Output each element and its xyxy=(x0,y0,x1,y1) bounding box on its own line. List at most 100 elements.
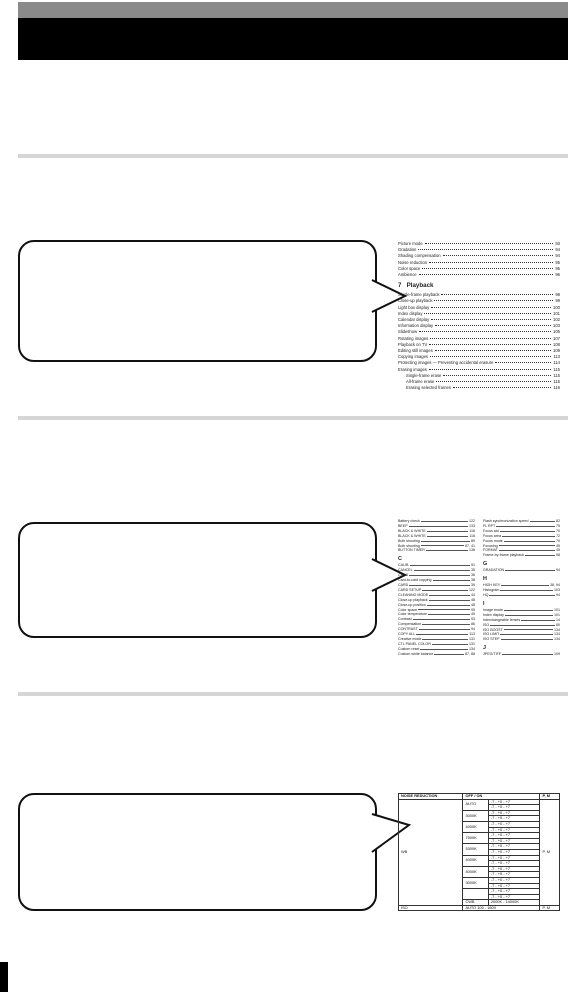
index-entry-label: Frame-by-frame playback xyxy=(483,553,524,558)
toc-leader xyxy=(422,267,554,269)
index-leader xyxy=(413,568,470,572)
index-entry-label: Index display xyxy=(483,612,504,617)
index-entry-label: Bulb shooting xyxy=(398,538,420,543)
index-leader xyxy=(418,627,470,631)
index-entry-label: Color space xyxy=(398,607,418,612)
index-entry-page: 89 xyxy=(471,538,475,543)
index-leader xyxy=(503,608,553,611)
index-entry-label: Bulb shooting xyxy=(398,543,420,548)
toc-entry: Single-frame erase 115 xyxy=(398,373,560,379)
callout-pointer-2 xyxy=(371,558,408,592)
index-entry-page: 45 xyxy=(556,548,560,553)
index-leader xyxy=(500,588,553,591)
index-entry-page: 94 xyxy=(556,592,560,597)
toc-entry-page: 99 xyxy=(555,298,560,304)
toc-entry-label: Single-frame erase xyxy=(406,372,442,378)
toc-entry-page: 109 xyxy=(553,348,560,354)
index-entry-page: 38 xyxy=(471,578,475,583)
toc-entry-label: Protecting images — Preventing accidenta… xyxy=(398,360,494,366)
index-entry-label: Custom white balance xyxy=(398,651,434,656)
wb-option-cell: 3000K xyxy=(462,876,489,890)
toc-entry-page: 96 xyxy=(555,272,560,278)
index-entry-page: 72 xyxy=(556,533,560,538)
index-leader xyxy=(498,544,555,547)
index-leader xyxy=(496,524,555,527)
chapter-title: Playback xyxy=(406,282,434,290)
index-entry-page: 44 xyxy=(471,592,475,597)
iso-label-cell: ISO xyxy=(397,904,464,912)
wb-option-cell: AUTO xyxy=(462,798,489,811)
index-leader xyxy=(416,632,469,635)
toc-leader xyxy=(434,350,551,352)
toc-entry-label: Rotating images xyxy=(398,335,429,341)
toc-leader xyxy=(441,294,554,296)
index-entry-page: 48 xyxy=(471,602,475,607)
toc-leader xyxy=(442,255,554,257)
toc-entry-page: 115 xyxy=(553,372,560,378)
index-entry-label: Focus area xyxy=(483,533,501,538)
toc-entry-label: Close-up playback xyxy=(398,298,433,304)
iso-value-cell: AUTO 100 - 1600 xyxy=(462,904,541,912)
index-entry-page: 122 xyxy=(469,519,475,523)
index-leader xyxy=(498,548,555,552)
index-leader xyxy=(503,539,555,542)
index-entry-page: 14 xyxy=(556,617,560,622)
toc-leader xyxy=(435,325,551,327)
index-entry-label: CARD SETUP xyxy=(398,587,422,592)
toc-entry-page: 107 xyxy=(553,335,560,341)
index-entry: BLACK & WHITE 116 xyxy=(398,529,475,534)
index-entry-label: BLACK & WHITE xyxy=(398,528,426,533)
index-entry-label: CANCEL xyxy=(398,568,413,573)
index-leader xyxy=(431,642,468,645)
index-leader xyxy=(410,563,470,567)
index-entry-label: BUTTON TIMER xyxy=(398,548,425,553)
toc-entry-label: Erasing images xyxy=(398,366,427,372)
index-entry-label: CONTRAST xyxy=(398,627,418,632)
index-entry-label: Contrast xyxy=(398,617,412,622)
index-entry-page: 133 xyxy=(469,523,475,528)
toc-entry-label: Single-frame playback xyxy=(398,292,440,298)
index-leader xyxy=(412,617,470,621)
index-leader xyxy=(422,588,468,591)
index-entry-page: 131 xyxy=(469,636,475,641)
index-entry-label: CF/xD xyxy=(398,573,409,578)
index-entry-page: 116 xyxy=(469,528,475,533)
index-leader xyxy=(434,652,464,655)
index-entry-label: Card-to-card copying xyxy=(398,578,432,583)
toc-entry-label: Calendar display xyxy=(398,317,430,323)
index-entry-label: CTL PANEL COLOR xyxy=(398,641,431,646)
toc-entry-page: 95 xyxy=(555,259,560,265)
toc-leader xyxy=(434,300,554,302)
toc-leader xyxy=(436,381,552,383)
toc-leader xyxy=(418,249,554,251)
index-entry-page: 134 xyxy=(554,627,560,632)
index-entry-label: BLACK & WHITE xyxy=(398,533,426,538)
wb-option-cell: 4000K xyxy=(462,854,489,867)
index-entry-label: CALIB. xyxy=(398,563,410,568)
index-leader xyxy=(503,628,553,631)
section-divider-2 xyxy=(18,416,568,420)
